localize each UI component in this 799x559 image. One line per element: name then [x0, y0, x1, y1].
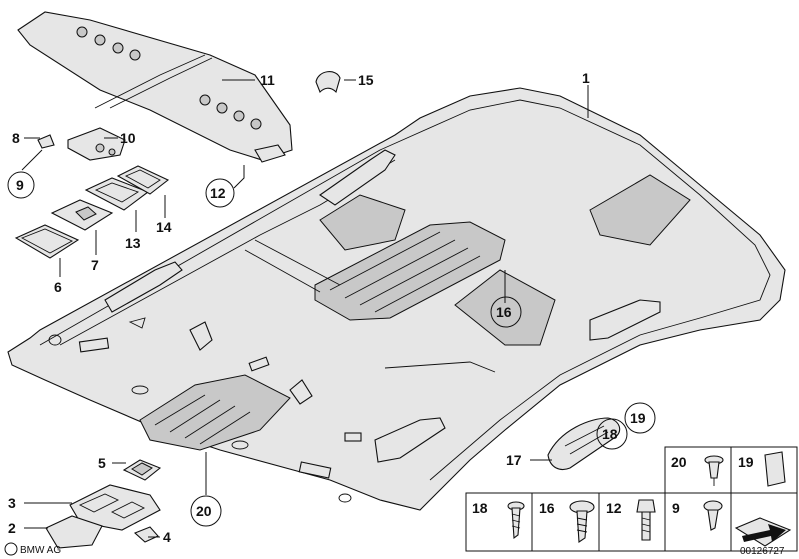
callout-18-circled: 18 [602, 426, 618, 442]
part-4-clip[interactable] [133, 526, 159, 543]
callout-9-circled: 9 [16, 177, 24, 193]
headliner[interactable] [7, 87, 786, 511]
part-7-lamp[interactable] [50, 199, 114, 231]
callout-19-circled: 19 [630, 410, 646, 426]
part-2-cover[interactable] [45, 515, 103, 549]
callout-14: 14 [156, 219, 172, 235]
circled-callouts: 9 12 16 18 19 20 [7, 171, 656, 527]
part-5-switch[interactable] [122, 459, 162, 481]
legend-label-20: 20 [671, 454, 687, 470]
leader-lines [21, 79, 589, 538]
rivet-icon [704, 455, 724, 486]
callout-4: 4 [163, 529, 171, 545]
screw-18-icon [507, 501, 525, 540]
callout-13: 13 [125, 235, 141, 251]
part-14-lamp[interactable] [116, 165, 170, 195]
part-15-clip[interactable] [315, 71, 341, 94]
callout-labels: 1 11 15 8 10 6 7 13 14 5 3 2 4 17 [8, 70, 590, 545]
callout-3: 3 [8, 495, 16, 511]
screw-16-icon [569, 500, 595, 543]
legend-label-9: 9 [672, 500, 680, 516]
fastener-legend: 20 19 18 16 12 9 [465, 446, 798, 552]
callout-8: 8 [12, 130, 20, 146]
direction-arrow-icon [734, 517, 792, 547]
callout-5: 5 [98, 455, 106, 471]
callout-1: 1 [582, 70, 590, 86]
bolt-12-icon [636, 499, 656, 541]
part-11-panel[interactable] [17, 11, 293, 163]
callout-12-circled: 12 [210, 185, 226, 201]
callout-10: 10 [120, 130, 136, 146]
legend-label-12: 12 [606, 500, 622, 516]
callout-6: 6 [54, 279, 62, 295]
screw-9-icon [703, 500, 723, 531]
callout-2: 2 [8, 520, 16, 536]
image-number: 00126727 [740, 546, 785, 557]
part-8-clip[interactable] [37, 134, 55, 149]
part-10-bracket[interactable] [67, 127, 126, 161]
part-6-lamp-cover[interactable] [14, 224, 80, 259]
callout-15: 15 [358, 72, 374, 88]
callout-17: 17 [506, 452, 522, 468]
legend-label-16: 16 [539, 500, 555, 516]
svg-text:BMW AG: BMW AG [20, 545, 61, 556]
callout-20-circled: 20 [196, 503, 212, 519]
legend-label-18: 18 [472, 500, 488, 516]
clip-plate-icon [764, 451, 786, 487]
legend-label-19: 19 [738, 454, 754, 470]
callout-7: 7 [91, 257, 99, 273]
callout-16-circled: 16 [496, 304, 512, 320]
bmw-watermark: BMW AG [4, 542, 61, 556]
part-17-grab-handle[interactable] [547, 417, 621, 471]
callout-11: 11 [260, 72, 275, 88]
